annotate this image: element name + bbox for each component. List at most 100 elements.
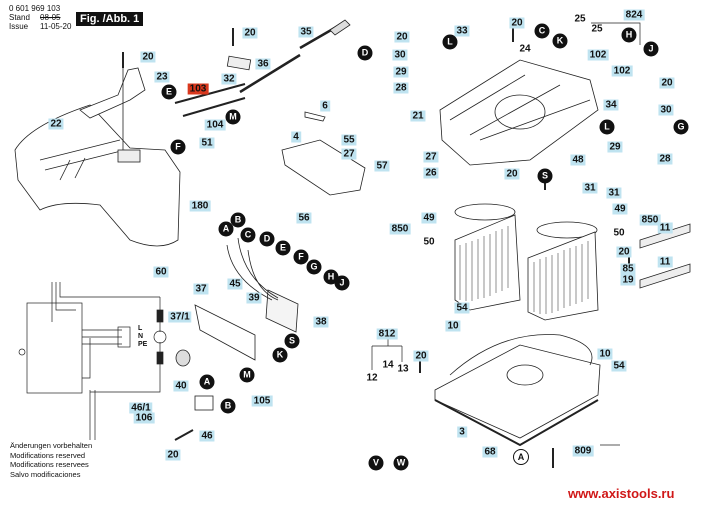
part-callout: 11 <box>657 222 673 234</box>
part-callout: 20 <box>509 17 525 29</box>
part-callout: 20 <box>165 449 181 461</box>
part-callout: 51 <box>199 137 215 149</box>
connection-marker: B <box>230 212 246 228</box>
part-callout: 30 <box>392 49 408 61</box>
connection-marker: J <box>643 41 659 57</box>
note-line: Salvo modificaciones <box>10 469 81 479</box>
part-callout: 46 <box>199 430 215 442</box>
part-callout: 28 <box>657 153 673 165</box>
part-callout: 57 <box>374 160 390 172</box>
connection-marker: E <box>161 84 177 100</box>
connection-marker: A <box>218 221 234 237</box>
connection-marker: D <box>259 231 275 247</box>
connection-marker: S <box>284 333 300 349</box>
part-callout: 20 <box>413 350 429 362</box>
part-callout: 46/1 <box>129 402 153 414</box>
modification-notes: Änderungen vorbehalten Modifications res… <box>10 441 92 479</box>
connection-marker: G <box>306 259 322 275</box>
part-callout: 28 <box>393 82 409 94</box>
part-callout: 35 <box>298 26 314 38</box>
wiring-label-n: N <box>138 333 144 340</box>
website-link[interactable]: www.axistools.ru <box>568 486 675 501</box>
part-callout: 29 <box>393 66 409 78</box>
part-callout: 824 <box>623 9 645 21</box>
part-callout: 102 <box>587 49 609 61</box>
connection-marker: L <box>442 34 458 50</box>
part-callout: 36 <box>255 58 271 70</box>
part-label: 25 <box>574 13 586 25</box>
part-callout: 45 <box>227 278 243 290</box>
part-callout: 37/1 <box>168 311 192 323</box>
part-callout: 54 <box>454 302 470 314</box>
stand-value: 08-05 <box>40 13 61 22</box>
connection-marker: V <box>368 455 384 471</box>
connection-marker: J <box>334 275 350 291</box>
part-callout: 180 <box>189 200 211 212</box>
connection-marker: A <box>199 374 215 390</box>
connection-marker: K <box>552 33 568 49</box>
part-callout: 10 <box>445 320 461 332</box>
connection-marker: F <box>170 139 186 155</box>
part-callout: 102 <box>611 65 633 77</box>
part-callout: 4 <box>291 131 301 143</box>
connection-marker: C <box>534 23 550 39</box>
part-callout: 29 <box>607 141 623 153</box>
part-callout: 31 <box>606 187 622 199</box>
part-callout: 32 <box>221 73 237 85</box>
part-callout: 20 <box>394 31 410 43</box>
part-callout: 20 <box>659 77 675 89</box>
part-callout: 56 <box>296 212 312 224</box>
part-callout: 55 <box>341 134 357 146</box>
cover-part <box>14 104 181 247</box>
part-callout: 105 <box>251 395 273 407</box>
part-callout: 20 <box>504 168 520 180</box>
stand-label: Stand <box>9 13 30 22</box>
part-label: 24 <box>519 43 531 55</box>
note-line: Änderungen vorbehalten <box>10 441 93 450</box>
part-label: 50 <box>423 236 435 248</box>
part-callout: 68 <box>482 446 498 458</box>
part-callout: 21 <box>410 110 426 122</box>
part-callout: 37 <box>193 283 209 295</box>
part-callout: 10 <box>597 348 613 360</box>
part-callout: 104 <box>204 119 226 131</box>
part-callout: 49 <box>421 212 437 224</box>
connection-marker: F <box>293 249 309 265</box>
part-callout: 850 <box>389 223 411 235</box>
wiring-label-l: L <box>138 325 143 332</box>
part-callout: 31 <box>582 182 598 194</box>
connection-marker: A <box>513 449 529 465</box>
part-callout: 49 <box>612 203 628 215</box>
filter-right-part <box>527 221 599 321</box>
issue-value: 11-05-20 <box>40 22 72 31</box>
part-callout: 3 <box>457 426 467 438</box>
part-callout: 54 <box>611 360 627 372</box>
part-callout: 39 <box>246 292 262 304</box>
part-callout: 27 <box>423 151 439 163</box>
filter-left-part <box>454 203 521 311</box>
part-label: 12 <box>366 372 378 384</box>
connection-marker: S <box>537 168 553 184</box>
connection-marker: G <box>673 119 689 135</box>
part-callout: 812 <box>376 328 398 340</box>
part-callout: 20 <box>140 51 156 63</box>
switch-panel-part <box>194 304 256 361</box>
part-callout: 11 <box>657 256 673 268</box>
connection-marker: C <box>240 227 256 243</box>
wiring-label-pe: PE <box>138 341 148 348</box>
part-number: 0 601 969 103 <box>9 4 61 13</box>
part-callout: 34 <box>603 99 619 111</box>
connection-marker: B <box>220 398 236 414</box>
part-callout: 20 <box>616 246 632 258</box>
note-line: Modifications reservees <box>10 460 89 469</box>
part-label: 13 <box>397 363 409 375</box>
part-callout: 38 <box>313 316 329 328</box>
connection-marker: E <box>275 240 291 256</box>
part-callout: 27 <box>341 148 357 160</box>
part-callout: 809 <box>572 445 594 457</box>
part-callout: 23 <box>154 71 170 83</box>
part-callout: 850 <box>639 214 661 226</box>
part-label: 14 <box>382 359 394 371</box>
part-callout: 85 <box>620 263 636 275</box>
